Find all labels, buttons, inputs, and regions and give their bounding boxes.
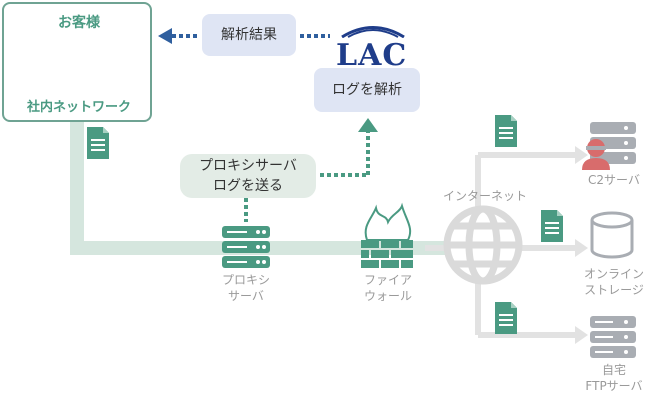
c2-server-icon — [582, 122, 636, 170]
document-icon — [495, 302, 517, 334]
proxy-server-line1: プロキシ — [221, 273, 270, 287]
document-icon — [541, 210, 563, 242]
arrow-to-ftp — [575, 326, 588, 344]
firewall-line1: ファイア — [363, 273, 412, 287]
proxy-send-logs-line2: ログを送る — [213, 178, 283, 194]
lac-logo: LAC — [336, 24, 406, 73]
internal-network-label: 社内ネットワーク — [26, 100, 131, 115]
customer-network-box: お客様 社内ネットワーク — [2, 2, 152, 122]
analysis-result-label: 解析結果 — [202, 14, 296, 56]
document-icon — [495, 115, 517, 147]
proxy-server-icon — [222, 226, 270, 268]
proxy-send-logs-label: プロキシサーバ ログを送る — [180, 154, 316, 198]
up-arrow-icon — [358, 118, 378, 132]
online-storage-line1: オンライン — [583, 267, 644, 281]
home-ftp-line1: 自宅 — [601, 363, 626, 377]
firewall-line2: ウォール — [363, 289, 412, 303]
arrow-to-c2 — [575, 146, 588, 164]
online-storage-line2: ストレージ — [584, 283, 644, 297]
customer-title: お客様 — [58, 15, 100, 31]
proxy-send-logs-line1: プロキシサーバ — [199, 158, 297, 174]
home-ftp-line2: FTPサーバ — [585, 379, 643, 393]
arrow-to-storage — [575, 239, 588, 257]
document-icon — [87, 127, 109, 159]
globe-icon — [443, 205, 523, 285]
proxy-server-line2: サーバ — [228, 289, 264, 303]
proxy-server-label: プロキシ サーバ — [210, 272, 282, 304]
ftp-server-icon — [590, 316, 636, 358]
online-storage-label: オンライン ストレージ — [574, 266, 654, 298]
result-arrow — [158, 28, 330, 44]
lac-logo-text: LAC — [336, 38, 408, 73]
firewall-label: ファイア ウォール — [352, 272, 424, 304]
internet-label: インターネット — [442, 189, 527, 203]
analyze-logs-label: ログを解析 — [314, 68, 420, 112]
firewall-icon — [361, 202, 413, 268]
storage-icon — [590, 211, 634, 259]
home-ftp-server-label: 自宅 FTPサーバ — [570, 362, 658, 394]
log-send-arrow — [244, 132, 370, 222]
c2-server-label: C2サーバ — [588, 173, 640, 187]
